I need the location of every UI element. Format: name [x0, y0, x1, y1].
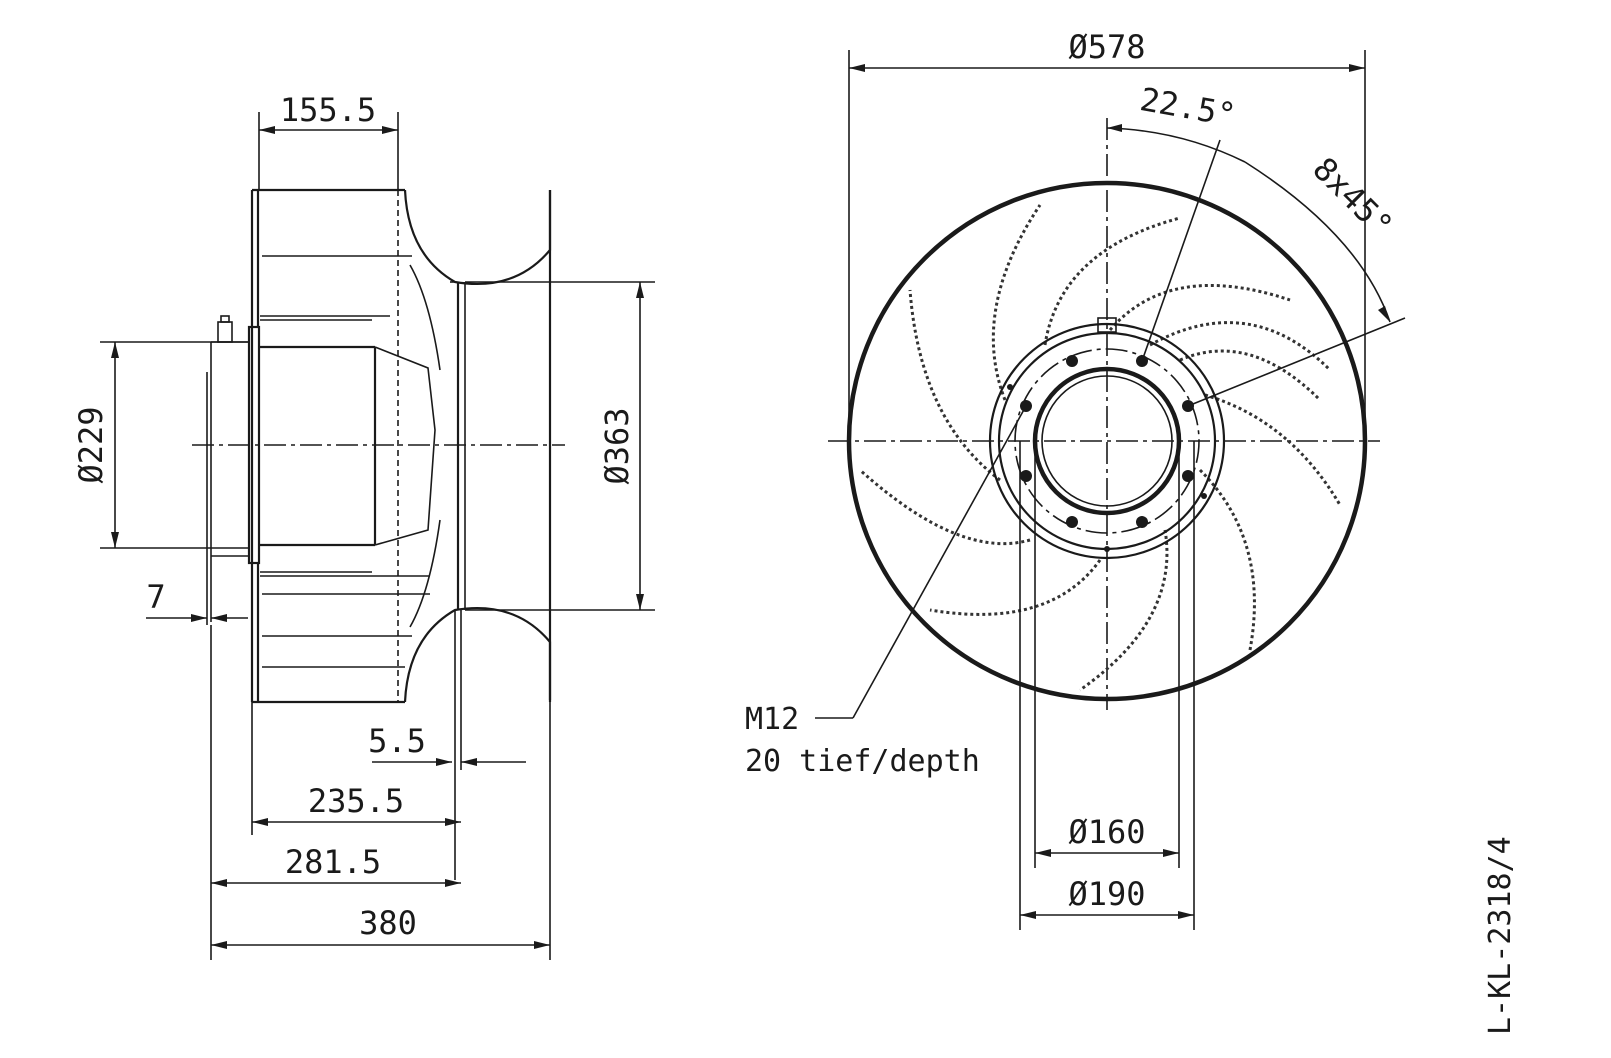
bolt-circle — [1014, 348, 1200, 534]
mount-stud — [217, 321, 233, 343]
thread-label: M12 — [745, 702, 799, 737]
bolt-holes — [1007, 355, 1207, 552]
dim-inner-dia: Ø160 — [1068, 813, 1145, 851]
side-view: 155.5 Ø229 Ø363 7 5.5 — [72, 91, 655, 960]
inlet-ring-bottom — [403, 606, 552, 703]
dim-bolt-dia: Ø190 — [1068, 875, 1145, 913]
front-view: Ø578 22.5° 8x45° M12 20 tief/depth Ø160 … — [745, 28, 1406, 930]
dim-inlet-dia: Ø363 — [598, 407, 636, 484]
impeller-blades — [858, 204, 1342, 692]
thread-depth: 20 tief/depth — [745, 744, 980, 779]
dim-angle-start: 22.5° — [1137, 80, 1238, 134]
motor-body — [247, 325, 261, 565]
dim-flange: 7 — [146, 578, 165, 616]
hub-outer — [988, 322, 1226, 560]
dim-motor-dia: Ø229 — [72, 406, 110, 483]
inlet-ring-top — [403, 189, 552, 286]
drawing-id: L-KL-2318/4 — [1483, 836, 1518, 1035]
dim-total: 380 — [359, 904, 417, 942]
dim-angle-pattern: 8x45° — [1305, 150, 1400, 245]
dim-hub-width: 155.5 — [280, 91, 376, 129]
dim-281: 281.5 — [285, 843, 381, 881]
dim-235: 235.5 — [308, 782, 404, 820]
dim-outer-dia: Ø578 — [1068, 28, 1145, 66]
dim-gap: 5.5 — [368, 722, 426, 760]
